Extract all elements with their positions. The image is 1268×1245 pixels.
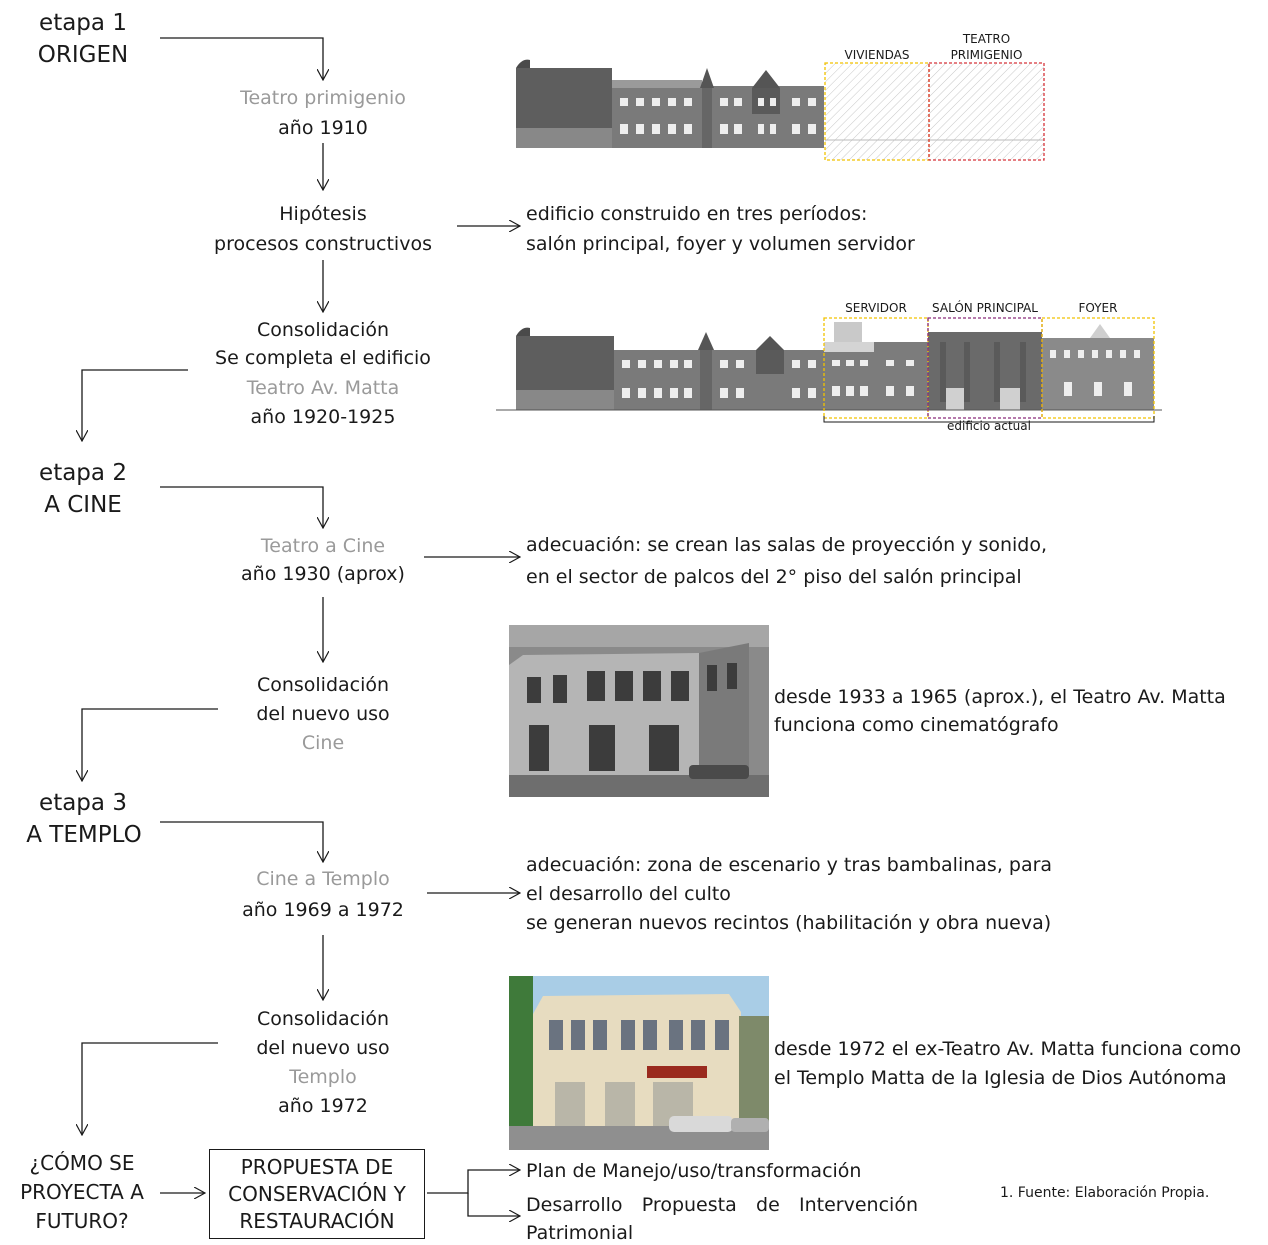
- stage2-node2-note-line1: desde 1933 a 1965 (aprox.), el Teatro Av…: [774, 686, 1226, 708]
- stage2-node1-note-line1: adecuación: se crean las salas de proyec…: [526, 534, 1048, 556]
- fig1-label-primigenio: PRIMIGENIO: [950, 48, 1023, 62]
- stage1-node3-line1: Consolidación: [256, 319, 390, 341]
- stage3-label: etapa 3: [39, 790, 127, 816]
- stage1-node2-note-line1: edificio construido en tres períodos:: [526, 203, 868, 225]
- fig2-label-servidor: SERVIDOR: [845, 301, 907, 315]
- temple-photo: [509, 976, 769, 1150]
- proposal-box: PROPUESTA DE CONSERVACIÓN Y RESTAURACIÓN: [209, 1149, 425, 1239]
- stage3-node2-line2: del nuevo uso: [256, 1037, 390, 1059]
- proposal-box-line1: PROPUESTA DE: [240, 1155, 394, 1179]
- elevation-1910-drawing: [516, 59, 1045, 161]
- stage2-node2-line2: del nuevo uso: [256, 703, 390, 725]
- future-output2-line1: Desarrollo Propuesta de Intervención: [526, 1194, 918, 1216]
- elevation-1910-figure: VIVIENDAS TEATRO PRIMIGENIO: [514, 28, 1048, 162]
- stage1-node3-title: Teatro Av. Matta: [246, 377, 400, 399]
- stage1-node2-line2: procesos constructivos: [214, 233, 432, 255]
- future-question-line1: ¿CÓMO SE: [29, 1151, 135, 1175]
- stage2-node1-note-line2: en el sector de palcos del 2° piso del s…: [526, 566, 1022, 588]
- stage3-name: A TEMPLO: [26, 822, 142, 848]
- stage1-node3-line2: Se completa el edificio: [215, 347, 431, 369]
- future-question-line3: FUTURO?: [35, 1209, 129, 1233]
- stage3-node1-note-line2: el desarrollo del culto: [526, 883, 731, 905]
- stage1-label: etapa 1: [39, 10, 127, 36]
- stage3-node1-title: Cine a Templo: [256, 868, 390, 890]
- fig2-label-foyer: FOYER: [1078, 301, 1118, 315]
- cinema-photo: [509, 625, 769, 797]
- stage3-node2-line1: Consolidación: [256, 1008, 390, 1030]
- elevation-current-figure: SERVIDOR SALÓN PRINCIPAL FOYER edificio …: [494, 298, 1184, 438]
- fig2-caption-edificio-actual: edificio actual: [947, 419, 1031, 433]
- stage2-label: etapa 2: [39, 460, 127, 486]
- temple-photo-drawing: [509, 976, 769, 1150]
- cinema-photo-drawing: [509, 625, 769, 797]
- stage2-node2-line1: Consolidación: [256, 674, 390, 696]
- stage1-node1-year: año 1910: [278, 117, 368, 139]
- stage1-node3-year: año 1920-1925: [250, 406, 396, 428]
- stage3-node1-note-line3: se generan nuevos recintos (habilitación…: [526, 912, 1052, 934]
- fig2-label-salon-principal: SALÓN PRINCIPAL: [932, 301, 1038, 315]
- stage2-node1-year: año 1930 (aprox): [241, 563, 405, 585]
- stage3-node1-year: año 1969 a 1972: [242, 899, 404, 921]
- stage3-node2-note-line2: el Templo Matta de la Iglesia de Dios Au…: [774, 1067, 1227, 1089]
- source-note: 1. Fuente: Elaboración Propia.: [1000, 1185, 1210, 1201]
- stage2-node2-title: Cine: [301, 732, 345, 754]
- future-output2-line2: Patrimonial: [526, 1222, 634, 1244]
- stage2-name: A CINE: [44, 492, 122, 518]
- future-output1: Plan de Manejo/uso/transformación: [526, 1160, 862, 1182]
- fig1-label-teatro: TEATRO: [962, 32, 1011, 46]
- stage1-name: ORIGEN: [37, 42, 129, 68]
- stage3-node1-note-line1: adecuación: zona de escenario y tras bam…: [526, 854, 1053, 876]
- proposal-box-line3: RESTAURACIÓN: [239, 1209, 395, 1233]
- stage3-node2-title: Templo: [289, 1066, 357, 1088]
- stage1-node1-title: Teatro primigenio: [240, 87, 406, 109]
- proposal-box-line2: CONSERVACIÓN Y: [228, 1182, 406, 1206]
- future-question-line2: PROYECTA A: [20, 1180, 144, 1204]
- stage2-node2-note-line2: funciona como cinematógrafo: [774, 714, 1059, 736]
- stage2-node1-title: Teatro a Cine: [260, 535, 386, 557]
- elevation-current-drawing: [496, 317, 1162, 423]
- stage1-node2-note-line2: salón principal, foyer y volumen servido…: [526, 233, 915, 255]
- stage3-node2-note-line1: desde 1972 el ex-Teatro Av. Matta funcio…: [774, 1038, 1242, 1060]
- stage3-node2-year: año 1972: [278, 1095, 368, 1117]
- fig1-label-viviendas: VIVIENDAS: [844, 48, 910, 62]
- stage1-node2-line1: Hipótesis: [279, 203, 367, 225]
